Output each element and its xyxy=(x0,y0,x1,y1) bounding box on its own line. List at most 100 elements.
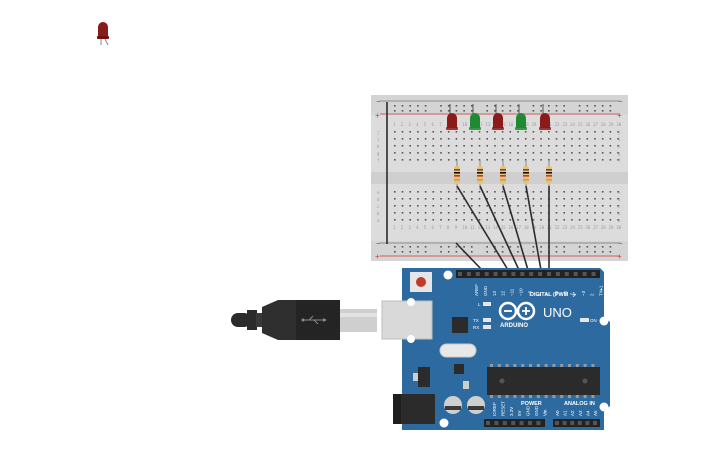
pin-label: 5V xyxy=(517,410,522,416)
resistor[interactable] xyxy=(500,160,506,190)
on-led-label: ON xyxy=(590,318,597,323)
pin-label: 7 xyxy=(545,293,550,296)
rail-bottom-plus-label-right: + xyxy=(617,252,622,261)
pin-label: 3.3V xyxy=(509,407,514,416)
brand-label: ARDUINO xyxy=(500,323,528,329)
svg-text:12: 12 xyxy=(478,122,483,127)
resistor[interactable] xyxy=(523,160,529,190)
svg-text:23: 23 xyxy=(562,122,567,127)
pin-label: ~10 xyxy=(519,288,524,296)
led-row xyxy=(446,104,551,130)
mount-hole xyxy=(599,402,609,412)
rail-top-plus-label: + xyxy=(375,111,380,120)
svg-text:23: 23 xyxy=(562,225,567,230)
svg-text:30: 30 xyxy=(616,122,621,127)
rail-top-plus-label-right: + xyxy=(617,111,622,120)
svg-text:16: 16 xyxy=(509,122,514,127)
pin-label: GND xyxy=(483,285,488,296)
svg-text:24: 24 xyxy=(570,122,575,127)
svg-text:4: 4 xyxy=(416,225,419,230)
led-red[interactable] xyxy=(492,104,504,130)
row-label: g xyxy=(377,151,380,156)
svg-text:26: 26 xyxy=(586,122,591,127)
rail-bottom-minus-label-right: − xyxy=(618,239,623,248)
pin-label: ~9 xyxy=(527,290,532,296)
row-label: j xyxy=(618,130,620,135)
svg-text:27: 27 xyxy=(593,225,598,230)
row-label: e xyxy=(377,190,380,195)
row-label: a xyxy=(377,218,380,223)
signal-wires[interactable] xyxy=(455,185,550,271)
svg-text:19: 19 xyxy=(532,225,537,230)
resistor[interactable] xyxy=(454,160,460,190)
svg-text:30: 30 xyxy=(616,225,621,230)
led-green[interactable] xyxy=(515,104,527,130)
reset-button[interactable] xyxy=(410,272,432,292)
pin-label: RESET xyxy=(500,401,505,416)
analog-label: ANALOG IN xyxy=(564,401,595,407)
crystal-oscillator xyxy=(439,343,477,358)
pin-label: A4 xyxy=(585,410,590,416)
svg-text:26: 26 xyxy=(586,225,591,230)
svg-text:1: 1 xyxy=(393,225,396,230)
digital-label: DIGITAL (PWM ~) xyxy=(530,292,575,298)
row-label: d xyxy=(377,197,380,202)
svg-text:5: 5 xyxy=(424,225,427,230)
svg-text:2: 2 xyxy=(401,122,404,127)
svg-text:17: 17 xyxy=(516,225,521,230)
row-label: h xyxy=(618,144,621,149)
pin-label: 13 xyxy=(492,290,497,296)
row-label: e xyxy=(618,190,621,195)
row-label: i xyxy=(377,137,380,142)
tx-led-label: TX xyxy=(473,318,479,323)
svg-text:15: 15 xyxy=(501,122,506,127)
row-label: b xyxy=(377,211,380,216)
model-label: UNO xyxy=(543,305,572,320)
led-green[interactable] xyxy=(469,104,481,130)
svg-text:29: 29 xyxy=(609,225,614,230)
row-label: d xyxy=(618,197,621,202)
mount-hole xyxy=(599,316,609,326)
led-icon[interactable] xyxy=(97,22,109,46)
pin-label: RX◂0 xyxy=(608,284,613,296)
pin-label: GND xyxy=(534,405,539,416)
svg-text:22: 22 xyxy=(555,122,560,127)
svg-text:2: 2 xyxy=(401,225,404,230)
svg-text:12: 12 xyxy=(478,225,483,230)
pin-label: ~3 xyxy=(581,290,586,296)
power-label: POWER xyxy=(521,401,542,407)
pin-label: AREF xyxy=(474,284,479,296)
atmega-microcontroller xyxy=(487,367,600,395)
pin-label: ~6 xyxy=(554,290,559,296)
svg-text:10: 10 xyxy=(462,225,467,230)
rx-led-label: RX xyxy=(473,325,479,330)
row-label: a xyxy=(618,218,621,223)
usb-chip xyxy=(452,317,468,333)
capacitor xyxy=(444,396,462,414)
svg-text:5: 5 xyxy=(424,122,427,127)
row-label: c xyxy=(377,204,380,209)
l-led xyxy=(483,302,491,306)
svg-text:1: 1 xyxy=(393,122,396,127)
led-red[interactable] xyxy=(446,104,458,130)
resistor[interactable] xyxy=(477,160,483,190)
breadboard[interactable]: 1122334455667788991010111112121313141415… xyxy=(371,95,628,261)
svg-text:4: 4 xyxy=(416,122,419,127)
led-red[interactable] xyxy=(539,104,551,130)
pin-label: 4 xyxy=(572,293,577,296)
pin-label: GND xyxy=(526,405,531,416)
svg-text:20: 20 xyxy=(539,225,544,230)
row-label: j xyxy=(377,130,379,135)
rail-top-minus-label-right: − xyxy=(618,97,623,106)
analog-header[interactable] xyxy=(553,419,600,427)
svg-text:7: 7 xyxy=(439,225,442,230)
svg-text:15: 15 xyxy=(501,225,506,230)
usb-cable[interactable] xyxy=(231,300,377,340)
resistor[interactable] xyxy=(546,160,552,190)
digital-header[interactable] xyxy=(456,270,600,278)
row-label: c xyxy=(618,204,621,209)
